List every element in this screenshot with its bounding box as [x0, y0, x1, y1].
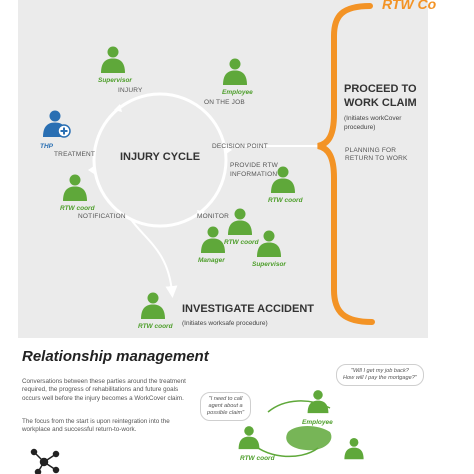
- cycle-ring: [92, 92, 228, 228]
- relationship-paragraph-2: The focus from the start is upon reinteg…: [22, 418, 170, 434]
- step-provide-rtw-line2: INFORMATION: [230, 171, 277, 178]
- rel-employee-label: Employee: [302, 419, 333, 426]
- step-injury: INJURY: [118, 87, 143, 94]
- australia-map-icon: [286, 426, 332, 451]
- step-on-the-job: ON THE JOB: [204, 99, 245, 106]
- quote-left-line3: possible claim": [207, 410, 245, 416]
- supervisor-icon: [101, 46, 125, 73]
- medical-cross-mark: [60, 127, 68, 135]
- step-treatment: TREATMENT: [54, 151, 95, 158]
- cycle-arrow-left: [88, 166, 94, 174]
- step-notification: NOTIFICATION: [78, 213, 126, 220]
- rtw-coord-icon-center: [228, 208, 252, 235]
- person-icon-relationship: [344, 438, 364, 460]
- orange-brace: [317, 3, 375, 325]
- label-rtw-coord-investigate: RTW coord: [138, 323, 174, 330]
- claim-subtitle-line2: procedure): [344, 124, 375, 131]
- label-employee: Employee: [222, 89, 253, 96]
- label-supervisor: Supervisor: [98, 77, 132, 84]
- employee-icon: [223, 58, 247, 85]
- planning-line2: RETURN TO WORK: [345, 155, 408, 162]
- claim-subtitle-line1: (Initiates workCover: [344, 115, 402, 122]
- investigate-title: INVESTIGATE ACCIDENT: [182, 303, 314, 315]
- manager-icon: [201, 226, 225, 253]
- planning-line1: PLANNING FOR: [345, 147, 396, 154]
- relationship-title: Relationship management: [22, 348, 209, 365]
- label-manager: Manager: [198, 257, 225, 264]
- label-rtw-coord-center: RTW coord: [224, 239, 260, 246]
- quote-left-line1: "I need to call: [208, 396, 243, 402]
- label-rtw-coord-left: RTW coord: [60, 205, 96, 212]
- rtw-header-partial: RTW Co: [382, 0, 437, 12]
- cycle-arrow-bottom: [197, 210, 205, 218]
- step-monitor: MONITOR: [197, 213, 229, 220]
- network-icon: [30, 448, 60, 474]
- cycle-title: INJURY CYCLE: [120, 151, 200, 163]
- cycle-arrow-top: [114, 104, 122, 112]
- quote-left: "I need to call agent about a possible c…: [200, 392, 252, 421]
- rtw-coord-icon-relationship: [238, 426, 260, 450]
- diagram-panel: [18, 0, 428, 338]
- step-decision-point: DECISION POINT: [212, 143, 268, 150]
- rel-rtw-label: RTW coord: [240, 455, 276, 462]
- step-provide-rtw-line1: PROVIDE RTW: [230, 162, 279, 169]
- claim-title-line1: PROCEED TO: [344, 83, 417, 95]
- rtw-coord-icon-investigate: [141, 292, 165, 319]
- claim-title-line2: WORK CLAIM: [344, 97, 417, 109]
- label-rtw-coord-right: RTW coord: [268, 197, 304, 204]
- supervisor-icon-lower: [257, 230, 281, 257]
- label-supervisor-lower: Supervisor: [252, 261, 286, 268]
- relationship-paragraph-1: Conversations between these parties arou…: [22, 378, 186, 402]
- connector-to-investigate: [129, 217, 178, 298]
- quote-right: "Will I get my job back? How will I pay …: [336, 364, 424, 386]
- rtw-coord-icon-left: [63, 174, 87, 201]
- quote-right-line2: How will I pay the mortgage?": [343, 375, 417, 381]
- cycle-arrow-right: [226, 146, 232, 154]
- label-thp: THP: [40, 143, 54, 150]
- quote-left-line2: agent about a: [208, 403, 243, 409]
- investigate-subtitle: (Initiates worksafe procedure): [182, 320, 268, 327]
- quote-right-line1: "Will I get my job back?: [350, 368, 409, 374]
